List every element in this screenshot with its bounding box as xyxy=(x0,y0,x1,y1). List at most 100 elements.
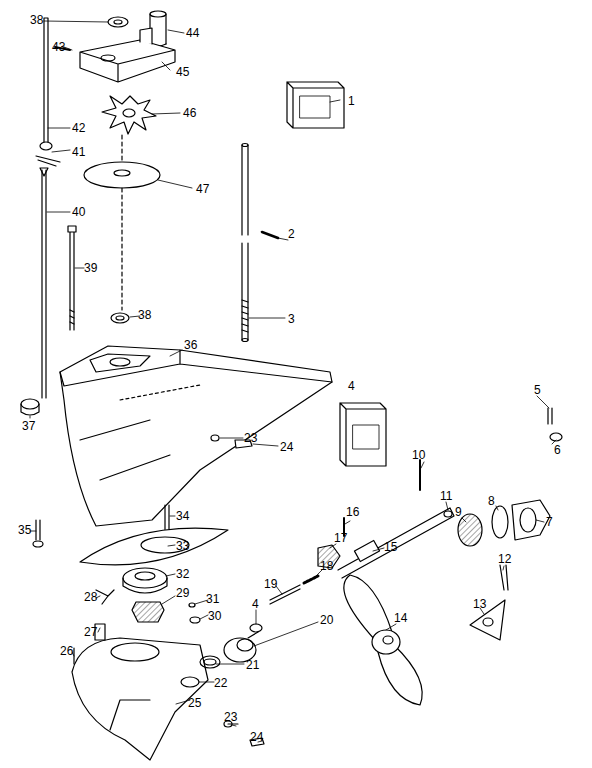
callout-number: 25 xyxy=(188,697,201,709)
callout-number: 21 xyxy=(246,659,259,671)
upper-gearcase xyxy=(33,346,332,547)
part-stroke xyxy=(345,521,350,524)
part-stroke xyxy=(250,624,262,632)
part-stroke xyxy=(123,109,135,117)
callout-number: 34 xyxy=(176,510,189,522)
callout-number: 46 xyxy=(183,107,196,119)
part-stroke xyxy=(75,268,84,269)
part-stroke xyxy=(68,226,76,232)
part-stroke xyxy=(353,425,379,449)
part-stroke xyxy=(199,682,214,683)
part-stroke xyxy=(512,500,550,540)
part-stroke xyxy=(340,403,386,466)
gasket-and-bearing xyxy=(80,528,228,623)
part-stroke xyxy=(548,408,552,424)
part-stroke xyxy=(80,420,170,480)
part-stroke xyxy=(232,725,236,726)
part-stroke xyxy=(354,540,379,561)
part-stroke xyxy=(253,444,278,446)
part-stroke xyxy=(48,128,70,129)
part-stroke xyxy=(496,506,498,510)
part-stroke xyxy=(135,572,155,580)
part-stroke xyxy=(42,170,46,398)
part-stroke xyxy=(168,545,175,546)
part-stroke xyxy=(220,438,243,439)
part-stroke xyxy=(170,516,175,517)
part-stroke xyxy=(40,168,48,176)
callout-number: 4 xyxy=(348,380,355,392)
part-stroke xyxy=(40,142,52,150)
callout-number: 47 xyxy=(196,183,209,195)
part-stroke xyxy=(162,62,170,70)
callout-number: 3 xyxy=(288,313,295,325)
part-stroke xyxy=(101,55,115,61)
water-pump xyxy=(55,11,175,323)
part-stroke xyxy=(242,145,248,340)
part-stroke xyxy=(33,541,43,547)
callout-number: 20 xyxy=(320,614,333,626)
part-stroke xyxy=(110,358,130,366)
part-stroke xyxy=(120,385,200,400)
callout-number: 36 xyxy=(184,339,197,351)
callout-number: 17 xyxy=(334,532,347,544)
callout-number: 39 xyxy=(84,262,97,274)
part-stroke xyxy=(446,502,448,510)
callout-number: 24 xyxy=(250,731,263,743)
part-stroke xyxy=(80,528,228,565)
part-stroke xyxy=(537,396,549,408)
callout-number: 5 xyxy=(534,384,541,396)
callout-number: 18 xyxy=(320,560,333,572)
callout-number: 12 xyxy=(498,553,511,565)
callout-number: 4 xyxy=(252,598,259,610)
prop-shaft-assembly xyxy=(200,408,562,668)
part-stroke xyxy=(140,28,152,44)
part-stroke xyxy=(60,346,332,526)
callout-number: 45 xyxy=(176,66,189,78)
part-stroke xyxy=(165,505,169,530)
part-stroke xyxy=(204,659,216,665)
part-stroke xyxy=(181,677,199,687)
callout-number: 23 xyxy=(224,711,237,723)
part-stroke xyxy=(248,632,258,638)
part-stroke xyxy=(116,316,124,320)
leader-lines xyxy=(30,21,556,742)
callout-number: 16 xyxy=(346,506,359,518)
callout-number: 8 xyxy=(488,495,495,507)
part-stroke xyxy=(242,144,248,147)
callout-number: 13 xyxy=(473,598,486,610)
part-stroke xyxy=(70,232,74,330)
part-stroke xyxy=(228,724,264,746)
part-stroke xyxy=(108,17,128,27)
part-stroke xyxy=(121,188,122,310)
callout-number: 32 xyxy=(176,568,189,580)
part-stroke xyxy=(237,639,253,651)
part-stroke xyxy=(96,590,114,604)
part-stroke xyxy=(114,20,122,24)
callout-number: 10 xyxy=(412,449,425,461)
callout-number: 26 xyxy=(60,645,73,657)
part-stroke xyxy=(304,576,318,583)
part-stroke xyxy=(200,656,220,668)
part-stroke xyxy=(211,435,219,441)
callout-number: 7 xyxy=(546,516,553,528)
part-stroke xyxy=(372,630,400,654)
part-stroke xyxy=(84,162,160,188)
part-stroke xyxy=(503,566,504,570)
callout-number: 28 xyxy=(84,591,97,603)
part-stroke xyxy=(256,610,257,624)
callout-number: 19 xyxy=(264,578,277,590)
part-stroke xyxy=(44,21,108,22)
part-stroke xyxy=(30,416,31,418)
part-stroke xyxy=(278,238,288,240)
propeller xyxy=(344,565,508,705)
part-stroke xyxy=(249,318,285,319)
part-stroke xyxy=(462,518,466,522)
part-stroke xyxy=(419,460,421,490)
lower-gearcase xyxy=(72,624,264,760)
part-stroke xyxy=(500,565,508,590)
callout-number: 42 xyxy=(72,122,85,134)
callout-number: 27 xyxy=(84,626,97,638)
part-stroke xyxy=(152,113,180,114)
